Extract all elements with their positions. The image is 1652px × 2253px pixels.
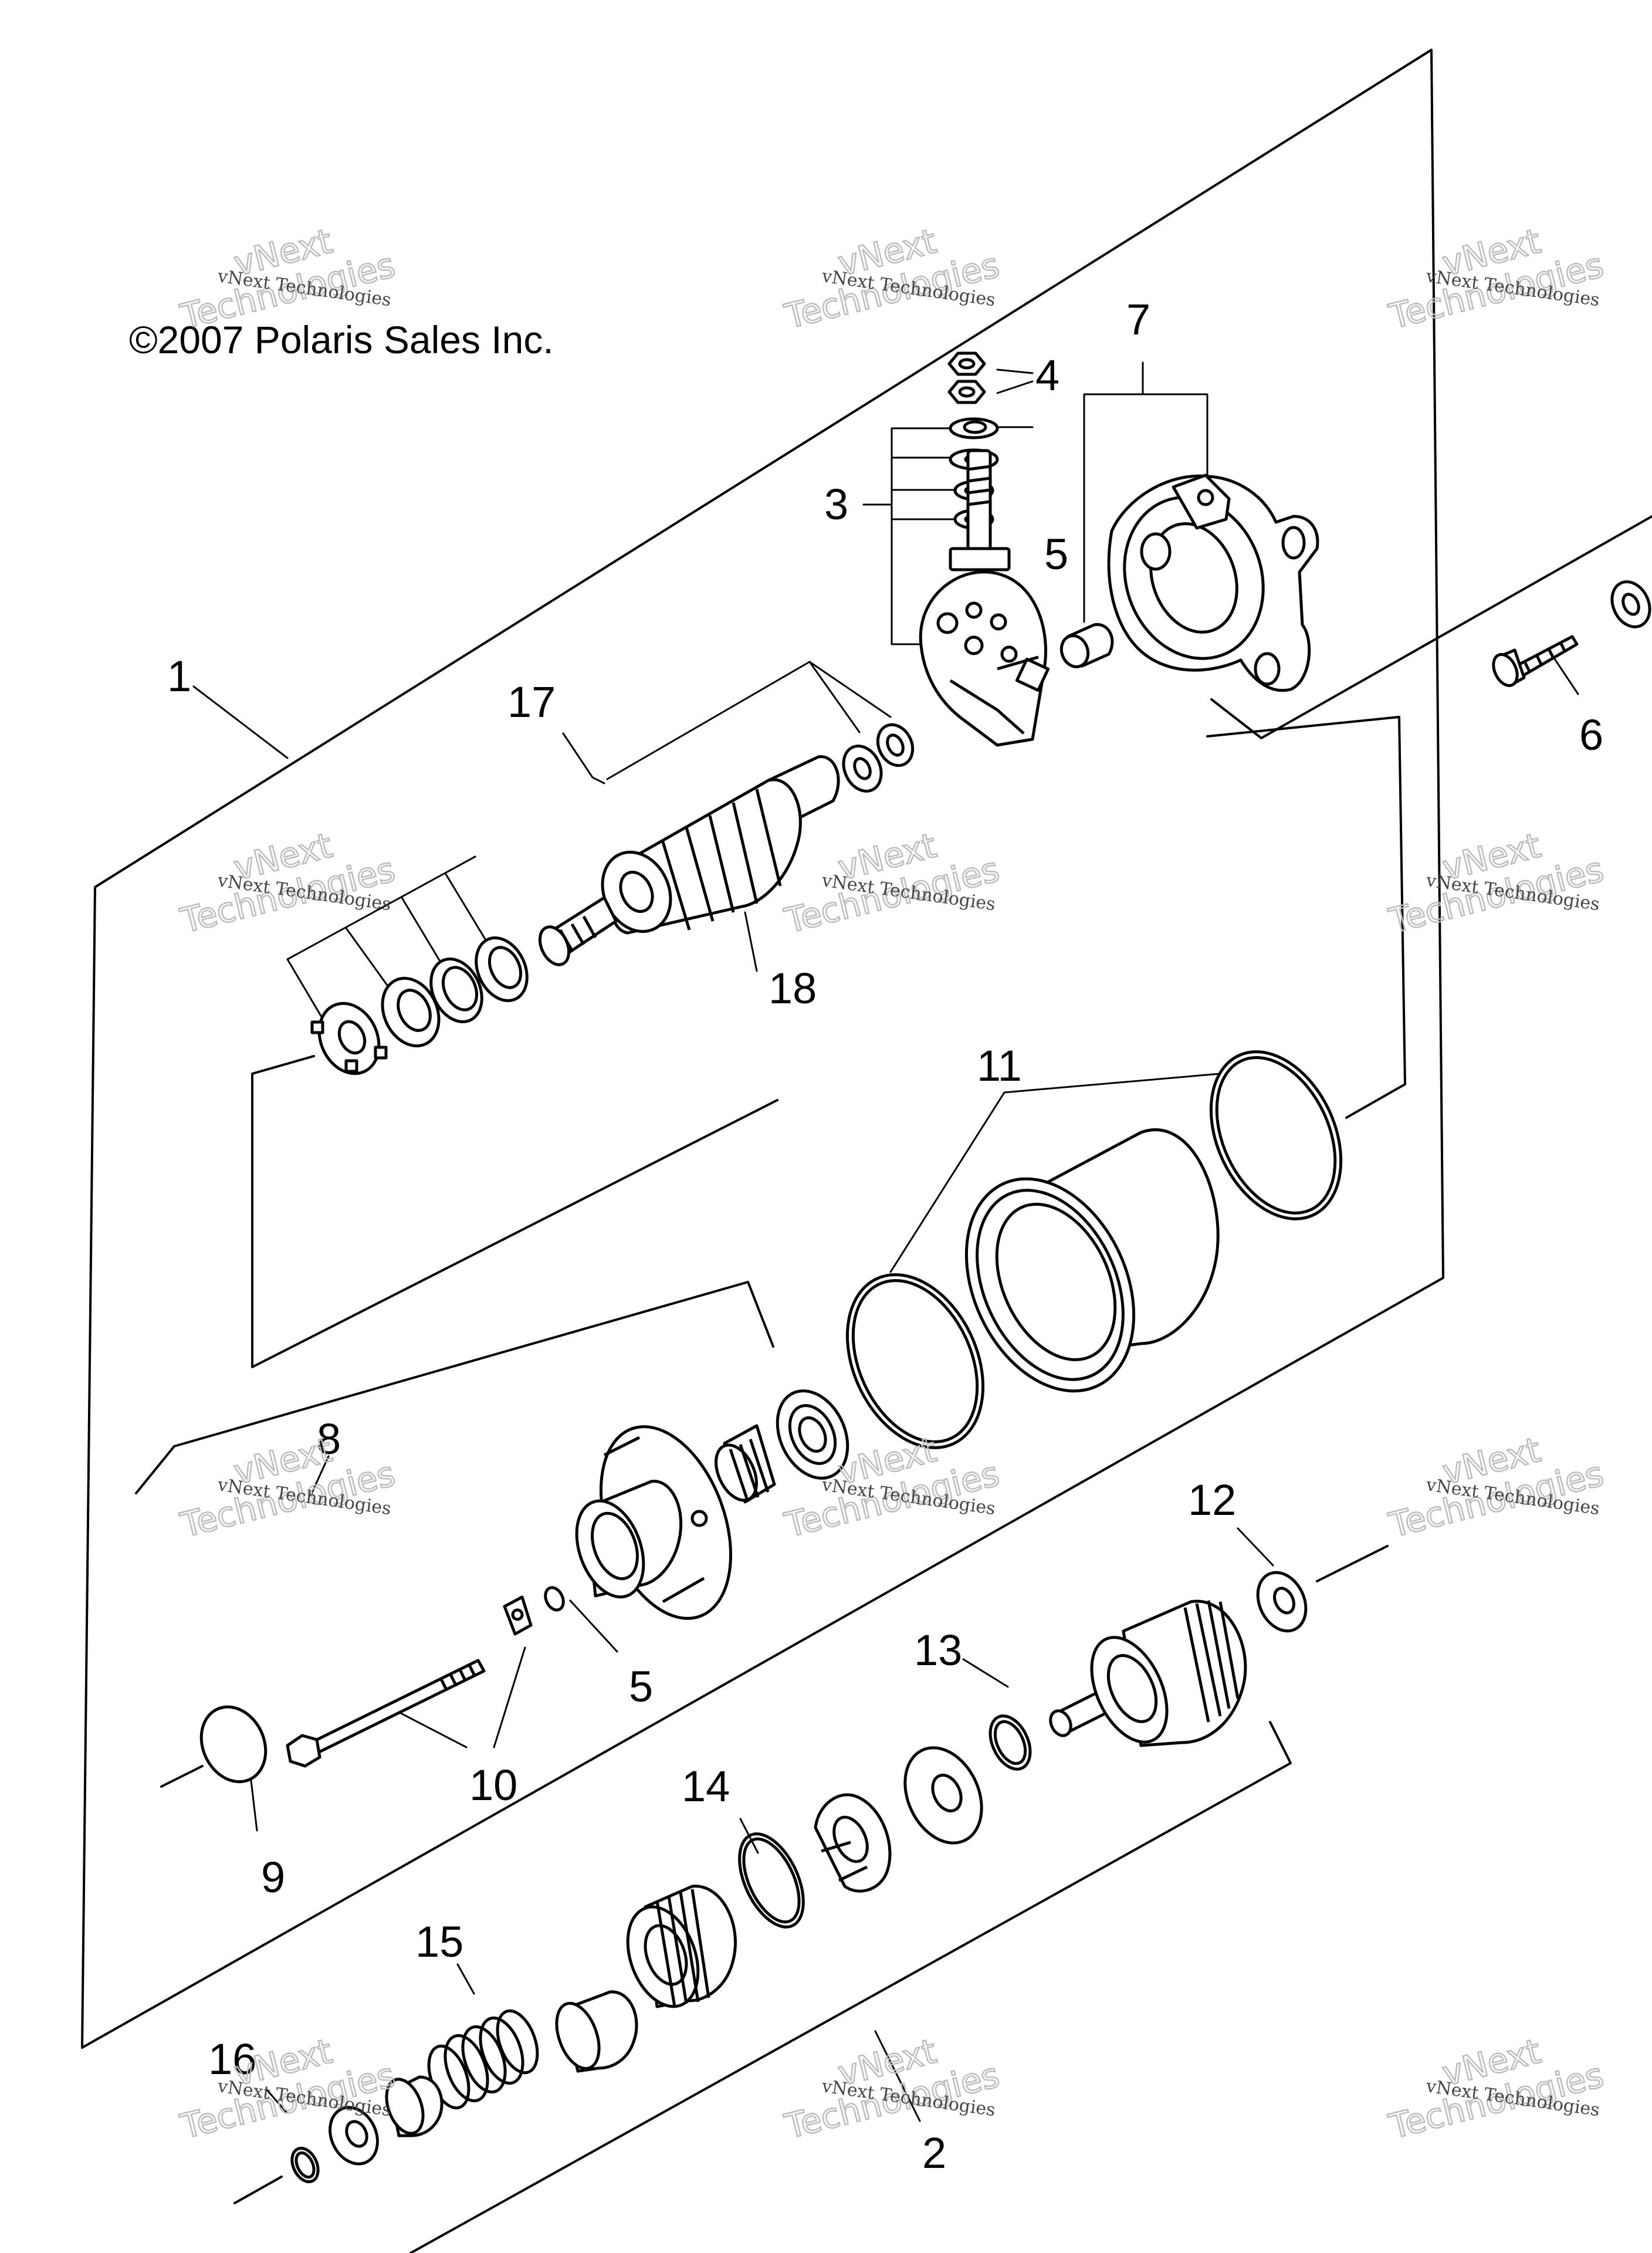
armature-washer-c — [475, 936, 529, 1002]
watermark: vNext Technologies vNext Technologies — [780, 220, 1004, 337]
watermark: vNext Technologies vNext Technologies — [1384, 1429, 1608, 1546]
callout-12: 12 — [1188, 1476, 1236, 1524]
end-cover-7 — [1107, 473, 1319, 692]
sleeve — [555, 1990, 638, 2073]
drive-axis-line — [1316, 1545, 1389, 1582]
callout-5-lower: 5 — [629, 1662, 653, 1711]
watermark: vNext Technologies vNext Technologies — [1384, 2030, 1608, 2147]
armature-group-outline-left — [251, 1055, 778, 1368]
callout-14: 14 — [682, 1762, 730, 1811]
callout-1: 1 — [167, 652, 191, 701]
washer-17-a — [842, 745, 883, 793]
watermark: vNext Technologies vNext Technologies — [176, 824, 400, 942]
copyright-text: ©2007 Polaris Sales Inc. — [129, 318, 554, 361]
nut-4-upper — [947, 351, 986, 376]
bolt-bracket-outline — [1210, 515, 1652, 739]
end-cover-bushing — [1059, 623, 1114, 668]
o-ring-11-front — [845, 1273, 985, 1449]
bolt-6-washer — [1610, 580, 1651, 628]
stop-collar — [329, 2106, 379, 2166]
callout-4: 4 — [1035, 351, 1059, 400]
callout-10: 10 — [469, 1761, 517, 1809]
callout-6: 6 — [1579, 711, 1603, 759]
snap-ring-16 — [290, 2147, 320, 2183]
nut-4-lower — [947, 380, 986, 404]
assembly-1-outline — [81, 49, 1444, 2049]
callout-numbers: 1 2 3 4 5 5 6 7 8 9 10 11 12 13 14 15 16… — [167, 295, 1603, 2177]
washer-17-b — [876, 723, 915, 767]
callout-2: 2 — [922, 2129, 946, 2177]
callout-15: 15 — [415, 1917, 463, 1966]
spring-15 — [427, 2009, 539, 2110]
spring-seat — [385, 2075, 444, 2137]
o-ring-5-lower — [544, 1586, 565, 1612]
through-bolt-10 — [286, 1659, 486, 1768]
snap-ring-13 — [989, 1714, 1032, 1771]
callout-18: 18 — [769, 964, 817, 1013]
assembly-outlines — [81, 49, 1652, 2253]
callout-8: 8 — [317, 1415, 341, 1463]
callout-5-upper: 5 — [1044, 530, 1068, 579]
watermark: vNext Technologies vNext Technologies — [176, 1429, 400, 1546]
retainer-clip — [310, 1002, 388, 1075]
terminal-stud — [949, 449, 1011, 571]
callout-16: 16 — [208, 2035, 256, 2083]
watermark: vNext Technologies vNext Technologies — [1384, 220, 1608, 337]
callout-17: 17 — [507, 678, 556, 726]
watermark: vNext Technologies vNext Technologies — [780, 824, 1004, 942]
callout-7: 7 — [1126, 295, 1150, 344]
bearing-ball — [776, 1389, 849, 1480]
o-ring-5-upper-shape — [963, 420, 987, 434]
armature-18 — [538, 755, 840, 966]
callout-13: 13 — [914, 1626, 962, 1674]
split-collar — [814, 1793, 892, 1893]
pinion-clutch — [626, 1885, 737, 2008]
front-housing-outline — [135, 1281, 774, 1494]
bearing-needle — [715, 1424, 776, 1504]
axis-line-bottom — [233, 2176, 283, 2204]
cap-9 — [199, 1705, 268, 1784]
callout-3: 3 — [824, 480, 848, 529]
o-ring-11-rear — [1209, 1050, 1343, 1220]
callout-9: 9 — [261, 1853, 285, 1902]
drive-group-outline — [409, 1721, 1292, 2253]
drive-gear-shaft — [1049, 1599, 1247, 1747]
drive-end-housing-8 — [575, 1425, 733, 1620]
thrust-washer — [903, 1746, 983, 1845]
watermark: vNext Technologies vNext Technologies — [780, 2030, 1004, 2147]
watermark: vNext Technologies vNext Technologies — [1384, 824, 1608, 942]
bolt-6 — [1492, 635, 1579, 687]
ring-14 — [738, 1832, 805, 1929]
washer-12 — [1256, 1571, 1308, 1633]
bolt-plate-10 — [503, 1595, 533, 1636]
armature-group-outline — [1206, 716, 1406, 1119]
leader-lines — [192, 361, 1579, 2122]
callout-11: 11 — [977, 1041, 1022, 1090]
brush-plate — [919, 570, 1050, 747]
armature-washer-b — [429, 958, 483, 1023]
parts — [199, 351, 1651, 2183]
axis-line-left — [160, 1765, 204, 1788]
yoke-motor-housing — [964, 1128, 1220, 1393]
